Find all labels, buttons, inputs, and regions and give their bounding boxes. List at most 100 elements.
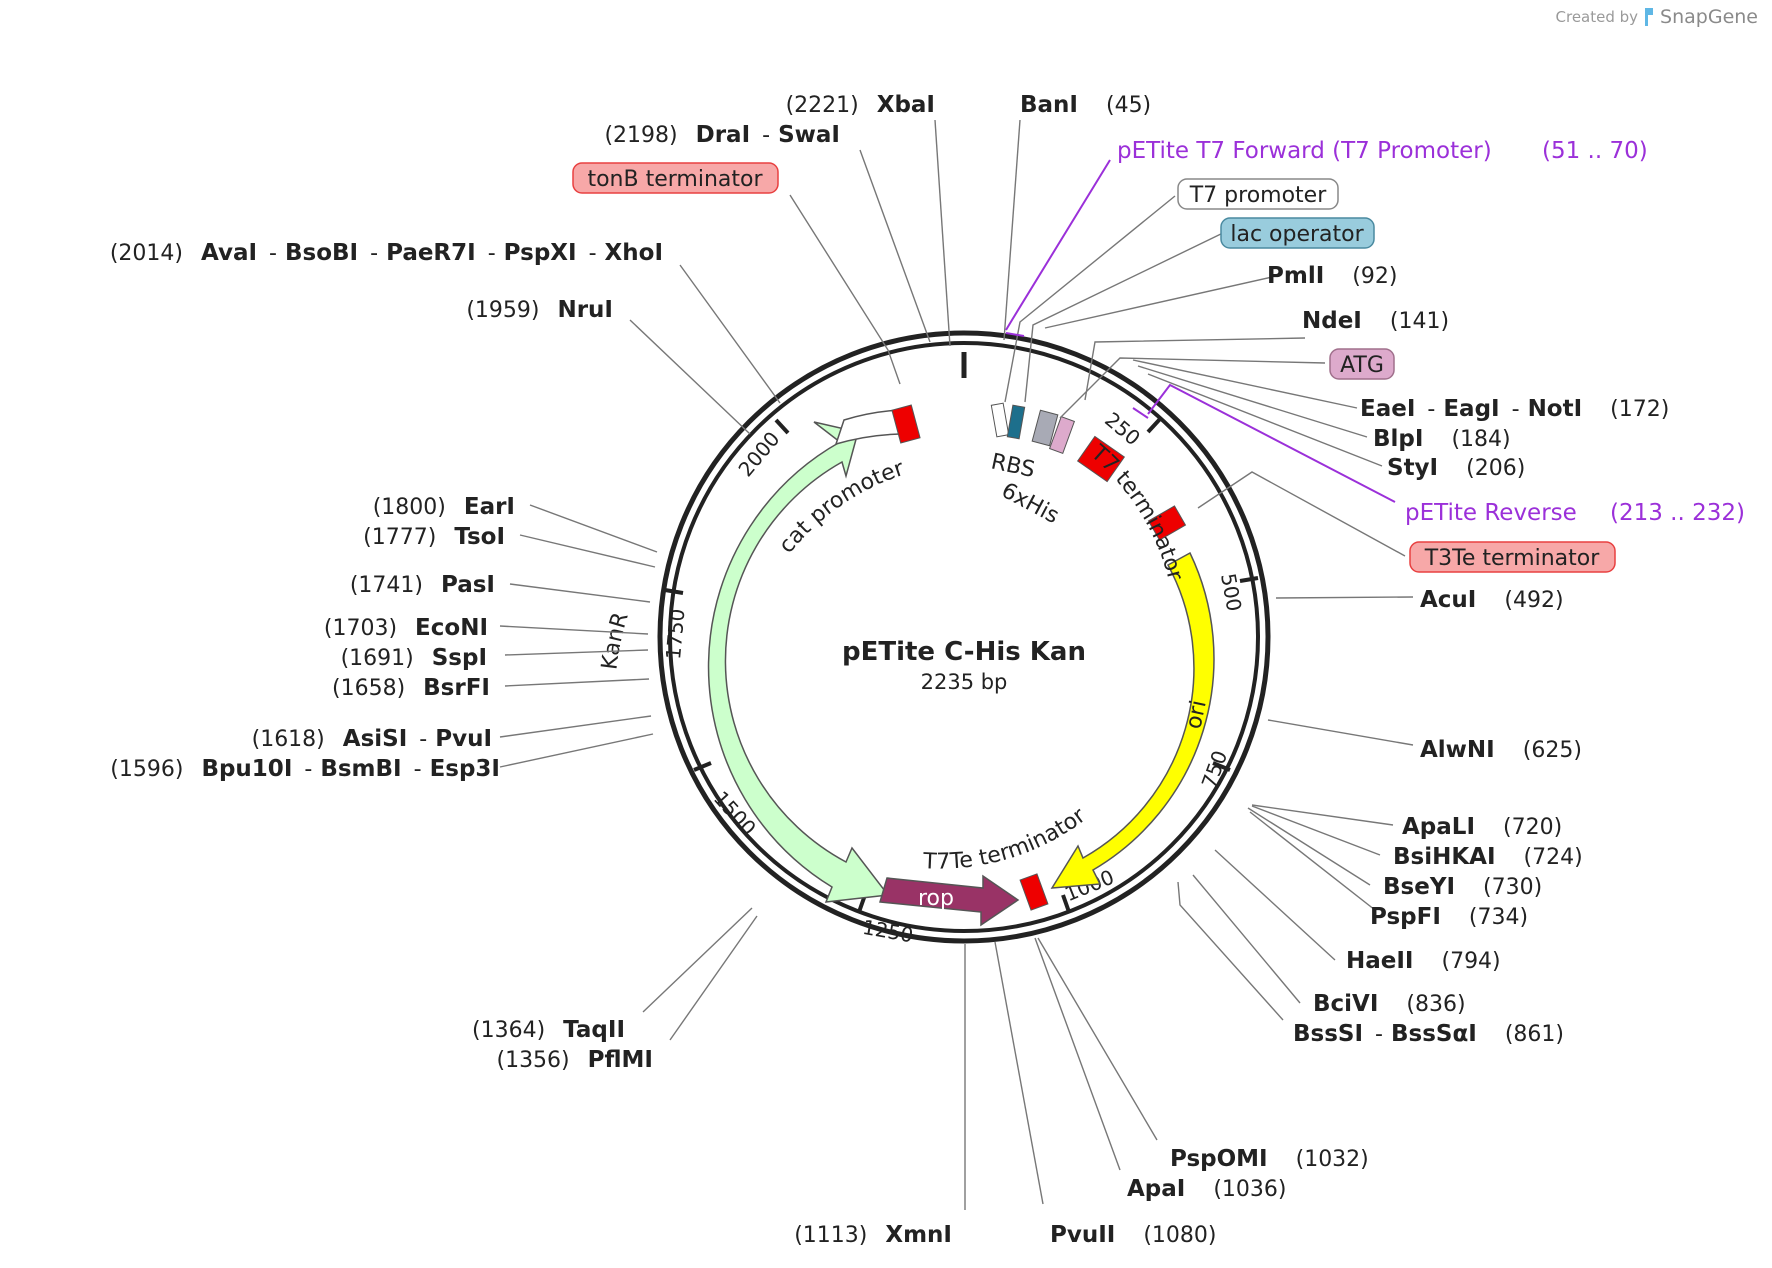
- created-by-snapgene: Created by SnapGene: [1556, 6, 1758, 28]
- primer-labels: pETite T7 Forward (T7 Promoter) (51 .. 7…: [1117, 138, 1745, 526]
- site-drai[interactable]: (2198)DraI-SwaI: [604, 122, 840, 148]
- connector-eaei: [1132, 359, 1358, 409]
- connector-nrui: [629, 319, 751, 435]
- backbone-outer-ring: [657, 330, 1271, 944]
- rbs-box[interactable]: [1006, 404, 1026, 440]
- connector-apai: [1034, 937, 1121, 1171]
- connector-bani: [1003, 119, 1021, 341]
- snapgene-logo-icon: [1645, 8, 1654, 26]
- connector-aval: [679, 264, 781, 404]
- connector-ndei: [1084, 337, 1306, 401]
- primer-fwd-connector: [1005, 159, 1111, 331]
- site-apai[interactable]: ApaI(1036): [1127, 1176, 1287, 1202]
- connector-apali: [1251, 804, 1394, 826]
- site-bpu10i[interactable]: (1596)Bpu10I-BsmBI-Esp3I: [110, 756, 500, 782]
- feature-label-rbs: RBS: [989, 449, 1037, 483]
- primer-rev-range: (213 .. 232): [1610, 500, 1745, 526]
- site-bcivi[interactable]: BciVI(836): [1313, 991, 1466, 1017]
- feature-label-ori: ori: [1181, 698, 1211, 731]
- primer-rev-name[interactable]: pETite Reverse: [1405, 500, 1577, 526]
- site-pasi[interactable]: (1741)PasI: [350, 572, 495, 598]
- features: [707, 409, 1215, 927]
- plasmid-size: 2235 bp: [921, 670, 1008, 694]
- site-asisi[interactable]: (1618)AsiSI-PvuI: [252, 726, 492, 752]
- his-box[interactable]: [1031, 409, 1059, 447]
- site-pflmi[interactable]: (1356)PflMI: [496, 1047, 653, 1073]
- connector-bsrfi: [504, 678, 650, 687]
- site-pmli[interactable]: PmlI(92): [1267, 263, 1397, 289]
- site-bsssi[interactable]: BssSI-BssSαI(861): [1293, 1021, 1564, 1047]
- connector-xbai: [934, 119, 951, 347]
- site-bani[interactable]: BanI(45): [1020, 92, 1151, 118]
- tick-mark-500: [1239, 576, 1259, 583]
- kanr-feature[interactable]: [707, 421, 890, 903]
- connector-sspi: [504, 649, 649, 656]
- site-eari[interactable]: (1800)EarI: [373, 494, 515, 520]
- site-pspomi[interactable]: PspOMI(1032): [1170, 1146, 1369, 1172]
- site-styi[interactable]: StyI(206): [1387, 455, 1525, 481]
- tick-mark-1000: [1061, 894, 1071, 913]
- t3te-red-box[interactable]: [1147, 505, 1187, 541]
- credit-prefix: Created by: [1555, 8, 1639, 26]
- connector-pflmi: [669, 915, 758, 1041]
- t7te-red-box[interactable]: [1019, 873, 1049, 911]
- site-taqii[interactable]: (1364)TaqII: [472, 1017, 625, 1043]
- connector-bsihkai: [1251, 805, 1381, 856]
- atg-label-box[interactable]: [1329, 348, 1395, 380]
- connector-bpu10i: [499, 733, 654, 768]
- cat-promoter-feature[interactable]: [834, 409, 901, 446]
- site-tsoi[interactable]: (1777)TsoI: [363, 524, 505, 550]
- connector-pmli: [1044, 276, 1273, 329]
- lac-operator-label: lac operator: [1230, 222, 1364, 247]
- primer-fwd-range: (51 .. 70): [1542, 138, 1648, 164]
- site-eaei[interactable]: EaeI-EagI-NotI(172): [1360, 396, 1669, 422]
- connector-acui: [1275, 596, 1414, 599]
- credit-brand: SnapGene: [1660, 6, 1758, 28]
- site-econi[interactable]: (1703)EcoNI: [324, 615, 488, 641]
- t7-promoter-box[interactable]: [990, 402, 1010, 438]
- site-aval[interactable]: (2014)AvaI-BsoBI-PaeR7I-PspXI-XhoI: [110, 240, 663, 266]
- tick-label-250: 250: [1100, 407, 1145, 450]
- site-ndei[interactable]: NdeI(141): [1302, 308, 1449, 334]
- site-acui[interactable]: AcuI(492): [1420, 587, 1564, 613]
- primer-fwd-name[interactable]: pETite T7 Forward (T7 Promoter): [1117, 138, 1492, 164]
- tick-label-500: 500: [1216, 571, 1246, 613]
- t3te-terminator-label: T3Te terminator: [1424, 546, 1601, 571]
- site-apali[interactable]: ApaLI(720): [1402, 814, 1562, 840]
- site-xbai[interactable]: (2221)XbaI: [786, 92, 935, 118]
- t7-terminator-red-box[interactable]: [1076, 435, 1126, 483]
- atg-box[interactable]: [1048, 415, 1076, 455]
- connector-lacop: [1024, 231, 1226, 403]
- connector-t3te: [1197, 471, 1406, 557]
- site-bseyi[interactable]: BseYI(730): [1383, 874, 1542, 900]
- t3te-terminator-label-box[interactable]: [1409, 541, 1616, 573]
- site-bsrfi[interactable]: (1658)BsrFI: [332, 675, 490, 701]
- site-pspfi[interactable]: PspFI(734): [1370, 904, 1528, 930]
- site-sspi[interactable]: (1691)SspI: [341, 645, 487, 671]
- site-blpi[interactable]: BlpI(184): [1373, 426, 1511, 452]
- lac-operator-label-box[interactable]: [1220, 217, 1375, 249]
- t7-promoter-label-box[interactable]: [1177, 178, 1339, 210]
- tonb-terminator-box[interactable]: [572, 162, 779, 194]
- site-alwni[interactable]: AlwNI(625): [1420, 737, 1582, 763]
- rop-feature[interactable]: [879, 874, 1020, 927]
- tick-label-1750: 1750: [661, 608, 689, 661]
- tick-mark-250: [1146, 417, 1162, 434]
- site-pvuii[interactable]: PvuII(1080): [1050, 1222, 1217, 1248]
- site-bsihkai[interactable]: BsiHKAI(724): [1393, 844, 1583, 870]
- ori-feature[interactable]: [1050, 551, 1215, 889]
- tick-label-2000: 2000: [733, 427, 784, 481]
- connector-bcivi: [1192, 874, 1301, 1004]
- connector-styi: [1147, 373, 1383, 467]
- connector-pspomi: [1037, 937, 1158, 1141]
- site-nrui[interactable]: (1959)NruI: [466, 297, 613, 323]
- site-xmni[interactable]: (1113)XmnI: [794, 1222, 952, 1248]
- backbone-inner-ring: [668, 341, 1260, 933]
- red-feature-cat[interactable]: [891, 404, 921, 444]
- connector-asisi: [499, 715, 652, 738]
- primer-rev-arrow: [1132, 407, 1149, 419]
- connector-econi: [499, 625, 649, 635]
- site-haeii[interactable]: HaeII(794): [1346, 948, 1501, 974]
- tick-mark-1500: [693, 761, 712, 772]
- connector-tonb: [789, 194, 901, 385]
